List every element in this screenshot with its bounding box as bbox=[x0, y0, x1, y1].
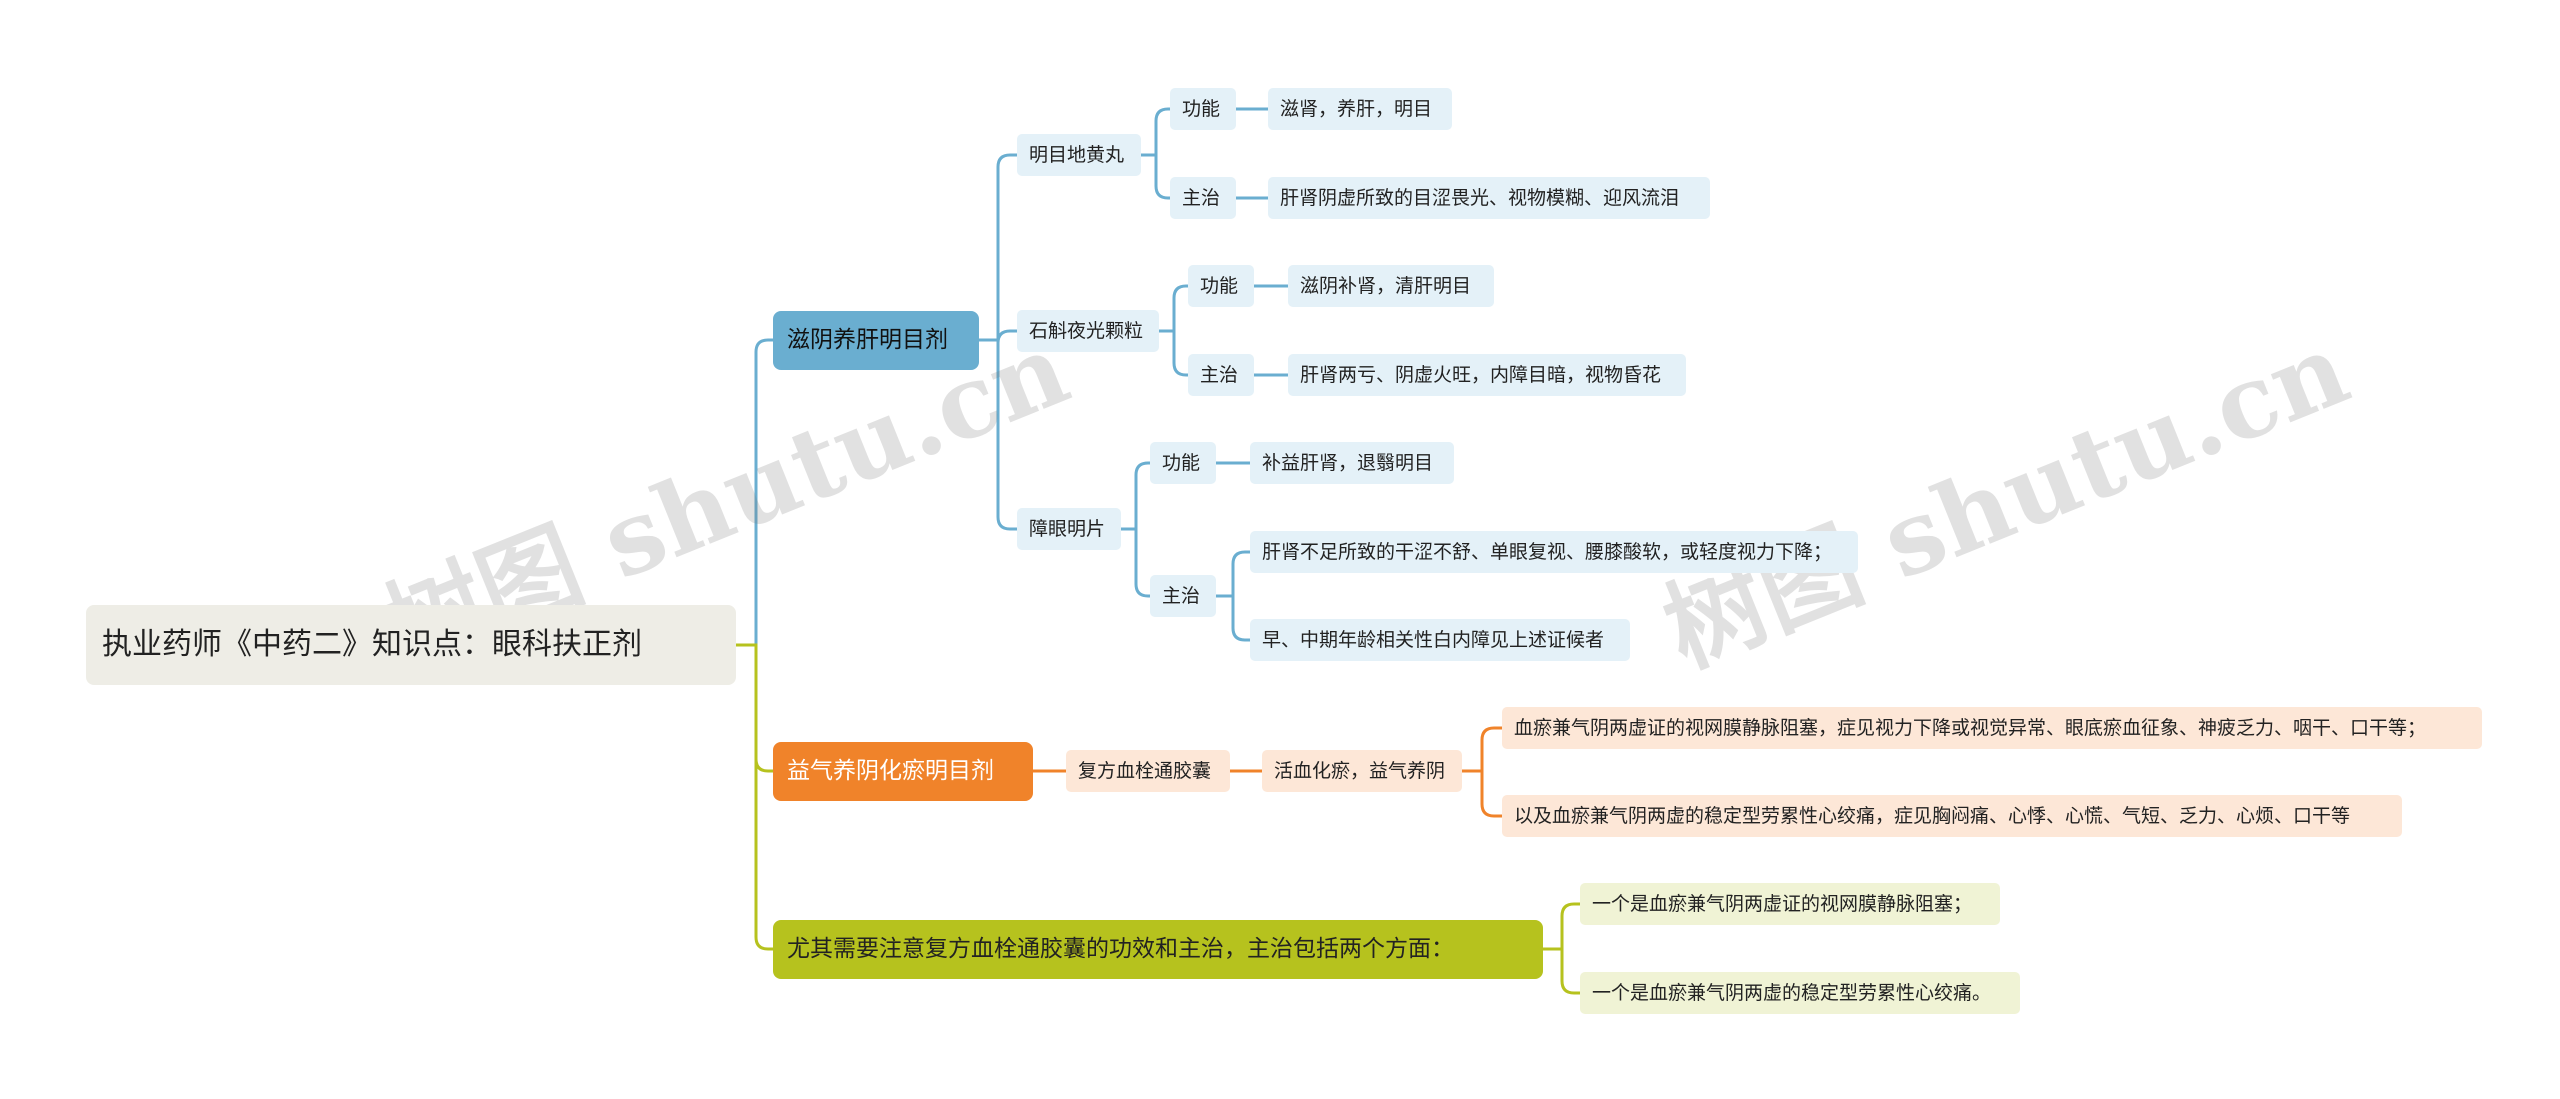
topic-mingmu-dihuang-wan[interactable]: 明目地黄丸 bbox=[1017, 134, 1141, 176]
branch-note[interactable]: 尤其需要注意复方血栓通胶囊的功效和主治，主治包括两个方面： bbox=[773, 920, 1543, 979]
link-b1-zhangyan bbox=[977, 338, 1019, 531]
branch-nourish-yin-liver[interactable]: 滋阴养肝明目剂 bbox=[773, 311, 979, 370]
link-b3-angina bbox=[1541, 947, 1582, 995]
leaf-function-3[interactable]: 补益肝肾，退翳明目 bbox=[1250, 442, 1454, 484]
topic-fufang-xueshuantong[interactable]: 复方血栓通胶囊 bbox=[1066, 750, 1230, 792]
link-indication3-leafa bbox=[1214, 550, 1252, 598]
topic-zhangyan-mingpian[interactable]: 障眼明片 bbox=[1017, 508, 1121, 550]
leaf-indication-angina[interactable]: 以及血瘀兼气阴两虚的稳定型劳累性心绞痛，症见胸闷痛、心悸、心慌、气短、乏力、心烦… bbox=[1502, 795, 2402, 837]
topic-function-3[interactable]: 功能 bbox=[1150, 442, 1216, 484]
leaf-indication-2[interactable]: 肝肾两亏、阴虚火旺，内障目暗，视物昏花 bbox=[1288, 354, 1686, 396]
topic-indication-3[interactable]: 主治 bbox=[1150, 575, 1216, 617]
leaf-function-2[interactable]: 滋阴补肾，清肝明目 bbox=[1288, 265, 1494, 307]
link-shihu-function bbox=[1157, 284, 1190, 333]
link-activate-angina bbox=[1460, 769, 1504, 818]
leaf-indication-3b[interactable]: 早、中期年龄相关性白内障见上述证候者 bbox=[1250, 619, 1630, 661]
topic-function-2[interactable]: 功能 bbox=[1188, 265, 1254, 307]
link-shihu-indication bbox=[1157, 329, 1190, 377]
link-b3-retina bbox=[1541, 902, 1582, 951]
topic-indication-2[interactable]: 主治 bbox=[1188, 354, 1254, 396]
topic-shihu-yeguang-keli[interactable]: 石斛夜光颗粒 bbox=[1017, 310, 1159, 352]
leaf-indication-3a[interactable]: 肝肾不足所致的干涩不舒、单眼复视、腰膝酸软，或轻度视力下降； bbox=[1250, 531, 1858, 573]
topic-indication-1[interactable]: 主治 bbox=[1170, 177, 1236, 219]
leaf-note-angina[interactable]: 一个是血瘀兼气阴两虚的稳定型劳累性心绞痛。 bbox=[1580, 972, 2020, 1014]
link-root-branch1 bbox=[734, 338, 775, 647]
link-mingmu-indication bbox=[1139, 153, 1172, 200]
leaf-note-retina[interactable]: 一个是血瘀兼气阴两虚证的视网膜静脉阻塞； bbox=[1580, 883, 2000, 925]
leaf-function-1[interactable]: 滋肾，养肝，明目 bbox=[1268, 88, 1452, 130]
link-root-branch3 bbox=[734, 643, 775, 951]
leaf-indication-retina[interactable]: 血瘀兼气阴两虚证的视网膜静脉阻塞，症见视力下降或视觉异常、眼底瘀血征象、神疲乏力… bbox=[1502, 707, 2482, 749]
root-topic[interactable]: 执业药师《中药二》知识点：眼科扶正剂 bbox=[86, 605, 736, 685]
topic-activate-blood[interactable]: 活血化瘀，益气养阴 bbox=[1262, 750, 1462, 792]
link-activate-retina bbox=[1460, 726, 1504, 773]
topic-function-1[interactable]: 功能 bbox=[1170, 88, 1236, 130]
branch-qi-yin-blood-stasis[interactable]: 益气养阴化瘀明目剂 bbox=[773, 742, 1033, 801]
link-b1-mingmu bbox=[977, 153, 1019, 342]
link-zhangyan-indication bbox=[1119, 527, 1152, 598]
leaf-indication-1[interactable]: 肝肾阴虚所致的目涩畏光、视物模糊、迎风流泪 bbox=[1268, 177, 1710, 219]
link-mingmu-function bbox=[1139, 107, 1172, 157]
link-indication3-leafb bbox=[1214, 594, 1252, 642]
link-zhangyan-function bbox=[1119, 461, 1152, 531]
